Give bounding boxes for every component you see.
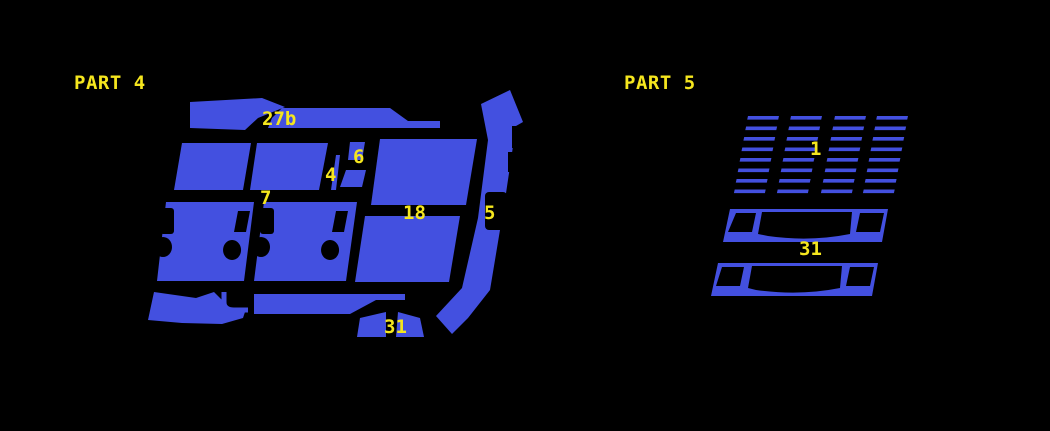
label-27b: 27b (262, 108, 297, 130)
part5-slat (876, 116, 908, 120)
label-18: 18 (403, 202, 426, 224)
cutout-right-strip-3 (508, 152, 515, 172)
part5-slat (788, 126, 821, 131)
part4-hook (221, 292, 248, 313)
part4-bottom-left-strip (148, 292, 245, 324)
label-31-part5: 31 (799, 238, 822, 260)
part5-slat (739, 158, 772, 162)
part5-slat (743, 137, 776, 141)
part5-slat (862, 189, 895, 194)
part4-panel-top-2 (250, 143, 328, 190)
part5-slat (786, 137, 819, 141)
part5-slat (741, 147, 774, 152)
cutout-left-1 (160, 208, 174, 234)
part5-panel-bottom (711, 263, 878, 296)
part5-slat (864, 179, 897, 183)
part4-small-piece-b (348, 142, 365, 160)
part5-slat (826, 158, 859, 162)
part5-slat (790, 116, 822, 120)
part-4-cutouts (154, 126, 519, 257)
part4-top-left-strip (190, 98, 285, 130)
part5-slat (782, 158, 815, 162)
part5-slat (834, 116, 866, 120)
part-5-title: PART 5 (624, 72, 696, 94)
part5-slat (778, 179, 811, 183)
part4-top-strip (268, 108, 440, 128)
label-1: 1 (810, 138, 822, 160)
part5-slat (747, 116, 779, 120)
part4-panel-top-1 (174, 143, 251, 190)
part5-slat (737, 168, 770, 173)
cutout-left-2 (154, 237, 172, 257)
label-31-part4: 31 (384, 316, 407, 338)
part4-bottom-strip (254, 294, 405, 314)
cutout-right-strip-1 (485, 192, 507, 230)
part5-slat (820, 189, 853, 194)
part4-piece-31-a (357, 312, 386, 337)
label-7: 7 (260, 187, 272, 209)
part5-slat (828, 147, 861, 152)
part5-slat (733, 189, 766, 194)
part5-slat (735, 179, 768, 183)
part5-slat (822, 179, 855, 183)
part5-slat (870, 147, 903, 152)
part4-small-piece-a (331, 155, 340, 190)
label-4: 4 (325, 164, 337, 186)
part4-right-strip (436, 90, 523, 334)
cutout-mid-2 (252, 237, 270, 257)
part5-slat (830, 137, 863, 141)
part5-slat (780, 168, 813, 173)
part4-small-piece-c (340, 170, 366, 187)
part5-slat (872, 137, 905, 141)
part4-panel-bottom-1 (157, 202, 254, 281)
part4-piece-31-b (396, 312, 424, 337)
part4-panel-right-bottom (355, 216, 460, 282)
cutout-right-strip-2 (512, 126, 519, 148)
part-4-group (148, 90, 523, 337)
part-5-panels (711, 209, 888, 296)
part5-slat (866, 168, 899, 173)
part4-panel-right-top (371, 139, 477, 205)
cutout-mid-1 (260, 208, 274, 234)
label-6: 6 (353, 146, 365, 168)
part5-slat (868, 158, 901, 162)
label-5: 5 (484, 202, 496, 224)
part-4-title: PART 4 (74, 72, 146, 94)
part5-panel-top (723, 209, 888, 242)
part5-slat (745, 126, 778, 131)
part5-slat (776, 189, 809, 194)
part4-panel-bottom-2 (254, 202, 357, 281)
part5-slat (824, 168, 857, 173)
part5-slat (874, 126, 907, 131)
part-5-group (733, 116, 908, 194)
part5-slat (832, 126, 865, 131)
part5-slat (784, 147, 817, 152)
